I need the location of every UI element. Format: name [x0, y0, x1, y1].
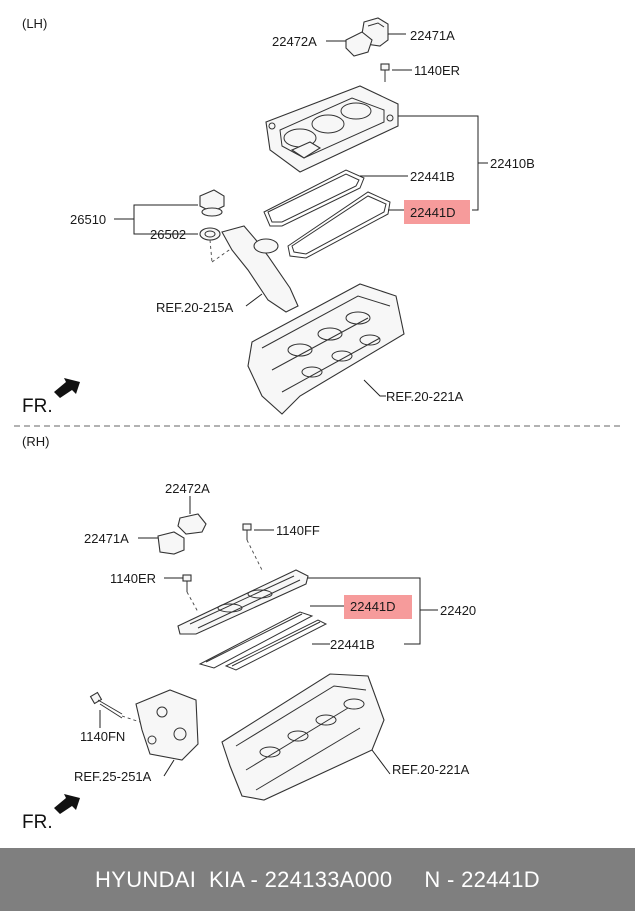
lh-bracket-22472a	[345, 31, 373, 57]
lh-valve-cover	[265, 85, 399, 173]
rh-label-1140fn: 1140FN	[80, 729, 125, 744]
rh-bracket-22472a	[177, 513, 207, 535]
rh-cylinder-head	[221, 673, 385, 801]
lh-label-22410b: 22410B	[490, 156, 535, 171]
lh-label-22472a: 22472A	[272, 34, 317, 49]
lh-cylinder-head	[247, 283, 405, 415]
lh-label-ref-20-215a: REF.20-215A	[156, 300, 234, 315]
rh-section-label: (RH)	[22, 434, 49, 449]
rh-front-label: FR.	[22, 812, 53, 833]
lh-label-ref-20-221a: REF.20-221A	[386, 389, 464, 404]
lh-section-label: (LH)	[22, 16, 47, 31]
rh-label-22471a: 22471A	[84, 531, 129, 546]
lh-label-26510: 26510	[70, 212, 106, 227]
lh-label-22441b: 22441B	[410, 169, 455, 184]
rh-valve-cover	[177, 569, 309, 635]
lh-oil-cap-seal	[199, 227, 221, 241]
rh-bolt-1140er	[182, 574, 192, 592]
rh-front-arrow-icon	[54, 794, 80, 814]
rh-label-1140er: 1140ER	[110, 571, 156, 586]
lh-oil-filler-cap	[199, 189, 225, 217]
lh-front-arrow-icon	[54, 378, 80, 398]
lh-filler-pipe	[221, 225, 299, 313]
lh-label-22441d: 22441D	[410, 205, 456, 220]
lh-label-1140er: 1140ER	[414, 63, 460, 78]
rh-accessory-bracket	[135, 689, 199, 761]
rh-highlight-22441d	[344, 595, 412, 619]
rh-label-22420: 22420	[440, 603, 476, 618]
lh-highlight-22441d	[404, 200, 470, 224]
part-number-footer: HYUNDAI KIA - 224133A000 N - 22441D	[0, 848, 635, 911]
rh-label-ref-25-251a: REF.25-251A	[74, 769, 152, 784]
rh-sensor-22471a	[157, 531, 185, 555]
lh-gasket-22441d	[287, 191, 391, 259]
parts-diagram: (LH) 22472A 22471A 1140ER 22410B 22441B	[14, 16, 620, 833]
rh-gasket-22441b	[224, 619, 328, 671]
lh-bolt-1140er	[380, 63, 390, 82]
rh-label-ref-20-221a: REF.20-221A	[392, 762, 470, 777]
rh-label-22441d: 22441D	[350, 599, 396, 614]
lh-label-22471a: 22471A	[410, 28, 455, 43]
lh-front-label: FR.	[22, 396, 53, 417]
rh-bolt-1140ff	[242, 523, 252, 540]
rh-bolt-1140fn	[89, 691, 123, 719]
rh-label-1140ff: 1140FF	[276, 523, 320, 538]
footer-text: HYUNDAI KIA - 224133A000 N - 22441D	[95, 866, 540, 892]
rh-gasket-22441d	[198, 611, 314, 669]
lh-label-26502: 26502	[150, 227, 186, 242]
lh-gasket-22441b	[263, 169, 365, 227]
rh-label-22472a: 22472A	[165, 481, 210, 496]
rh-label-22441b: 22441B	[330, 637, 375, 652]
